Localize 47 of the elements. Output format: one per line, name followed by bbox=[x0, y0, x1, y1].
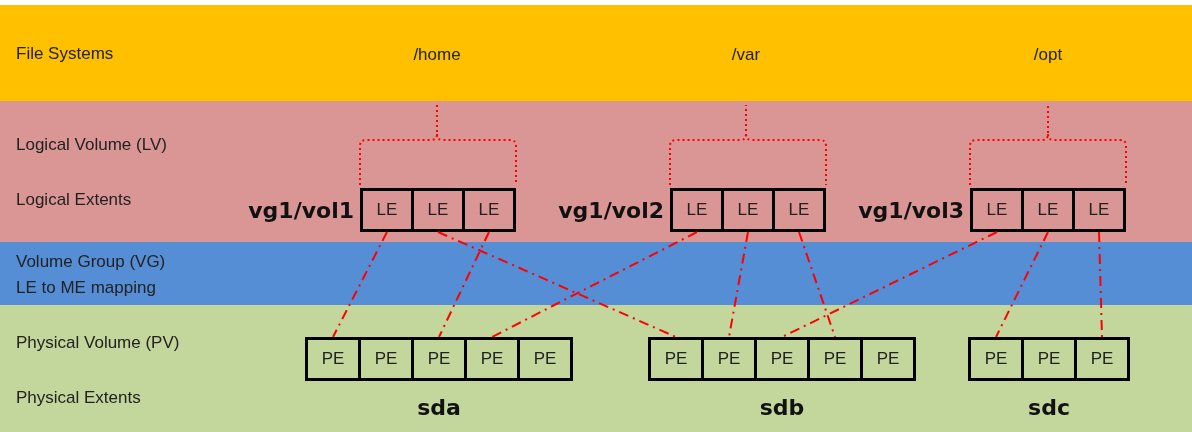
physical-extent-box: PE bbox=[701, 337, 757, 381]
mapping-line bbox=[995, 231, 1049, 338]
physical-extent-box: PE bbox=[305, 337, 361, 381]
physical-extent-box: PE bbox=[358, 337, 414, 381]
physical-extent-box: PE bbox=[464, 337, 520, 381]
volume-name: vg1/vol3 bbox=[857, 197, 964, 225]
mapping-line bbox=[781, 231, 998, 338]
layer-label: Logical Volume (LV) bbox=[16, 135, 167, 155]
physical-extent-box: PE bbox=[968, 337, 1024, 381]
logical-extent-box: LE bbox=[670, 188, 724, 232]
disk-name: sda bbox=[416, 394, 462, 422]
volume-name: vg1/vol1 bbox=[247, 197, 354, 225]
physical-extent-box: PE bbox=[807, 337, 863, 381]
mapping-line bbox=[437, 231, 677, 338]
mount-point-label: /opt bbox=[1033, 45, 1063, 65]
mapping-line bbox=[728, 231, 749, 338]
logical-extent-box: LE bbox=[970, 188, 1024, 232]
mapping-line bbox=[798, 231, 836, 338]
physical-extent-box: PE bbox=[1021, 337, 1077, 381]
mount-point-label: /home bbox=[413, 45, 461, 65]
mapping-line bbox=[491, 231, 698, 338]
volume-name: vg1/vol2 bbox=[557, 197, 664, 225]
layer-label: Volume Group (VG) bbox=[16, 252, 166, 272]
physical-extent-box: PE bbox=[860, 337, 916, 381]
layer-label: Physical Volume (PV) bbox=[16, 333, 180, 353]
logical-extent-box: LE bbox=[411, 188, 465, 232]
logical-extent-box: LE bbox=[1021, 188, 1075, 232]
logical-extent-box: LE bbox=[1072, 188, 1126, 232]
logical-extent-box: LE bbox=[772, 188, 826, 232]
mapping-line bbox=[1098, 231, 1103, 338]
physical-extent-box: PE bbox=[754, 337, 810, 381]
physical-extent-box: PE bbox=[517, 337, 573, 381]
physical-extent-box: PE bbox=[648, 337, 704, 381]
logical-extent-box: LE bbox=[462, 188, 516, 232]
layer-label: Physical Extents bbox=[16, 388, 141, 408]
mount-point-label: /var bbox=[731, 45, 761, 65]
layer-label: File Systems bbox=[16, 44, 114, 64]
disk-name: sdc bbox=[1027, 394, 1071, 422]
mapping-line bbox=[332, 231, 388, 338]
logical-extent-box: LE bbox=[360, 188, 414, 232]
logical-extent-box: LE bbox=[721, 188, 775, 232]
disk-name: sdb bbox=[758, 394, 806, 422]
physical-extent-box: PE bbox=[1074, 337, 1130, 381]
physical-extent-box: PE bbox=[411, 337, 467, 381]
layer-label: LE to ME mapping bbox=[16, 278, 156, 298]
layer-label: Logical Extents bbox=[16, 190, 132, 210]
mapping-line bbox=[438, 231, 490, 338]
